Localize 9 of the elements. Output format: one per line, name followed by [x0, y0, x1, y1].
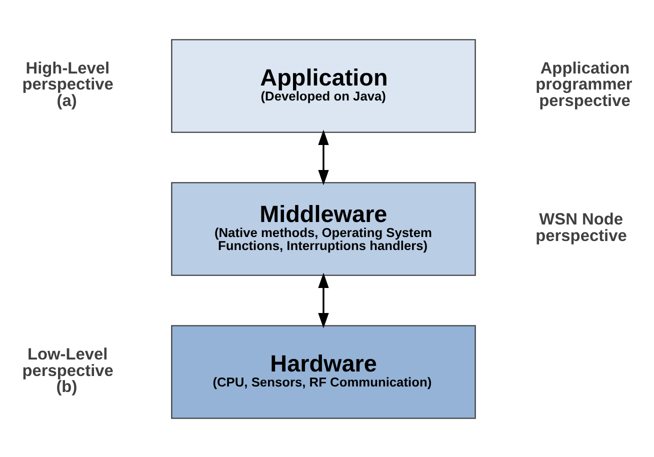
label: WSN Node perspective: [536, 210, 627, 244]
node-box: Middleware (Native methods, Operating System Functions, Interruptions handlers): [171, 182, 476, 276]
node-box: Application (Developed on Java): [171, 38, 476, 132]
node-box: Hardware (CPU, Sensors, RF Communication): [171, 324, 476, 418]
arrow: [318, 272, 329, 328]
label: Low-Level perspective (b): [22, 344, 114, 396]
label: Application programmer perspective: [536, 58, 632, 110]
label: High-Level perspective (a): [22, 58, 114, 110]
arrow: [318, 129, 329, 185]
